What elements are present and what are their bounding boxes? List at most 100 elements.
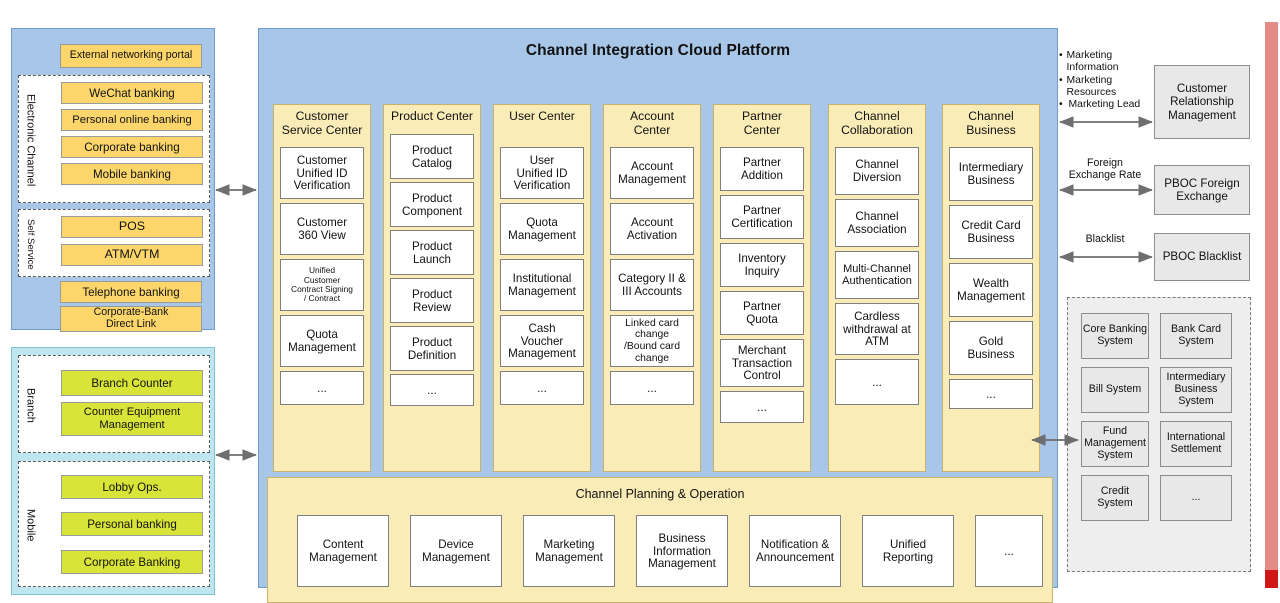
module-more[interactable]: ... <box>610 371 694 405</box>
module-category-ii-iii-accounts[interactable]: Category II & III Accounts <box>610 259 694 311</box>
module-linked-card-change[interactable]: Linked card change /Bound card change <box>610 315 694 367</box>
external-system-pboc-foreign-exchange[interactable]: PBOC Foreign Exchange <box>1154 165 1250 215</box>
electronic-channel-panel: External networking portal Electronic Ch… <box>11 28 215 332</box>
mobile-group-label: Mobile <box>24 508 37 542</box>
branch-mobile-panel: Branch Branch Counter Counter Equipment … <box>11 347 215 595</box>
ops-module-notification-announcement[interactable]: Notification & Announcement <box>749 515 841 587</box>
ops-module-business-information-management[interactable]: Business Information Management <box>636 515 728 587</box>
module-user-unified-id-verification[interactable]: User Unified ID Verification <box>500 147 584 199</box>
column-customer-service-center: Customer Service Center Customer Unified… <box>273 104 371 472</box>
module-wealth-management[interactable]: Wealth Management <box>949 263 1033 317</box>
external-system-crm[interactable]: Customer Relationship Management <box>1154 65 1250 139</box>
module-more[interactable]: ... <box>835 359 919 405</box>
core-system-more[interactable]: ... <box>1160 475 1232 521</box>
channel-integration-cloud-platform: Channel Integration Cloud Platform Custo… <box>258 28 1058 603</box>
column-channel-business: Channel Business Intermediary Business C… <box>942 104 1040 472</box>
module-more[interactable]: ... <box>390 374 474 406</box>
flow-label-blacklist: Blacklist <box>1085 233 1125 245</box>
module-product-component[interactable]: Product Component <box>390 182 474 227</box>
module-channel-diversion[interactable]: Channel Diversion <box>835 147 919 195</box>
marketing-flow-bullets: • Marketing Information • Marketing Reso… <box>1059 50 1167 111</box>
module-multi-channel-authentication[interactable]: Multi-Channel Authentication <box>835 251 919 299</box>
core-system-bill[interactable]: Bill System <box>1081 367 1149 413</box>
ops-module-more[interactable]: ... <box>975 515 1043 587</box>
channel-tile-personal-online-banking[interactable]: Personal online banking <box>61 109 203 131</box>
module-cardless-withdrawal-at-atm[interactable]: Cardless withdrawal at ATM <box>835 303 919 355</box>
column-product-center: Product Center Product Catalog Product C… <box>383 104 481 472</box>
core-systems-group: Core Banking System Bank Card System Bil… <box>1067 297 1251 572</box>
module-institutional-management[interactable]: Institutional Management <box>500 259 584 311</box>
module-cash-voucher-management[interactable]: Cash Voucher Management <box>500 315 584 367</box>
column-header: User Center <box>509 109 575 123</box>
module-product-launch[interactable]: Product Launch <box>390 230 474 275</box>
bullet-dot-icon: • <box>1059 99 1063 111</box>
column-user-center: User Center User Unified ID Verification… <box>493 104 591 472</box>
module-account-activation[interactable]: Account Activation <box>610 203 694 255</box>
core-system-fund-management[interactable]: Fund Management System <box>1081 421 1149 467</box>
core-system-credit[interactable]: Credit System <box>1081 475 1149 521</box>
branch-tile-branch-counter[interactable]: Branch Counter <box>61 370 203 396</box>
module-more[interactable]: ... <box>500 371 584 405</box>
external-system-pboc-blacklist[interactable]: PBOC Blacklist <box>1154 233 1250 281</box>
module-channel-association[interactable]: Channel Association <box>835 199 919 247</box>
module-more[interactable]: ... <box>280 371 364 405</box>
channel-tile-pos[interactable]: POS <box>61 216 203 238</box>
column-partner-center: Partner Center Partner Addition Partner … <box>713 104 811 472</box>
ops-module-marketing-management[interactable]: Marketing Management <box>523 515 615 587</box>
column-account-center: Account Center Account Management Accoun… <box>603 104 701 472</box>
module-more[interactable]: ... <box>949 379 1033 409</box>
module-credit-card-business[interactable]: Credit Card Business <box>949 205 1033 259</box>
module-unified-customer-contract-signing[interactable]: Unified Customer Contract Signing / Cont… <box>280 259 364 311</box>
core-system-core-banking[interactable]: Core Banking System <box>1081 313 1149 359</box>
core-system-international-settlement[interactable]: International Settlement <box>1160 421 1232 467</box>
module-product-review[interactable]: Product Review <box>390 278 474 323</box>
module-customer-unified-id-verification[interactable]: Customer Unified ID Verification <box>280 147 364 199</box>
module-merchant-transaction-control[interactable]: Merchant Transaction Control <box>720 339 804 387</box>
module-quota-management[interactable]: Quota Management <box>280 315 364 367</box>
module-customer-360-view[interactable]: Customer 360 View <box>280 203 364 255</box>
bullet-dot-icon: • <box>1059 50 1063 61</box>
channel-tile-wechat-banking[interactable]: WeChat banking <box>61 82 203 104</box>
self-service-group: Self Service POS ATM/VTM <box>18 209 210 277</box>
mobile-tile-lobby-ops[interactable]: Lobby Ops. <box>61 475 203 499</box>
module-more[interactable]: ... <box>720 391 804 423</box>
module-inventory-inquiry[interactable]: Inventory Inquiry <box>720 243 804 287</box>
ops-module-content-management[interactable]: Content Management <box>297 515 389 587</box>
module-product-definition[interactable]: Product Definition <box>390 326 474 371</box>
branch-tile-counter-equipment-management[interactable]: Counter Equipment Management <box>61 402 203 436</box>
bullet-dot-icon: • <box>1059 74 1063 86</box>
accent-strip <box>1265 22 1278 582</box>
column-header: Customer Service Center <box>281 109 363 137</box>
flow-label-foreign-exchange-rate: Foreign Exchange Rate <box>1068 157 1142 181</box>
channel-tile-external-portal[interactable]: External networking portal <box>60 44 202 68</box>
channel-tile-mobile-banking[interactable]: Mobile banking <box>61 163 203 185</box>
accent-strip-highlight <box>1265 570 1278 588</box>
module-product-catalog[interactable]: Product Catalog <box>390 134 474 179</box>
core-system-bank-card[interactable]: Bank Card System <box>1160 313 1232 359</box>
bullet-marketing-resources: • Marketing Resources <box>1059 74 1117 98</box>
core-system-intermediary-business[interactable]: Intermediary Business System <box>1160 367 1232 413</box>
mobile-tile-corporate-banking[interactable]: Corporate Banking <box>61 550 203 574</box>
channel-tile-corporate-bank-direct-link[interactable]: Corporate-Bank Direct Link <box>60 306 202 332</box>
channel-tile-corporate-banking[interactable]: Corporate banking <box>61 136 203 158</box>
module-intermediary-business[interactable]: Intermediary Business <box>949 147 1033 201</box>
module-quota-management[interactable]: Quota Management <box>500 203 584 255</box>
self-service-group-label: Self Service <box>24 218 36 270</box>
module-gold-business[interactable]: Gold Business <box>949 321 1033 375</box>
column-channel-collaboration: Channel Collaboration Channel Diversion … <box>828 104 926 472</box>
electronic-channel-group: Electronic Channel WeChat banking Person… <box>18 75 210 203</box>
mobile-tile-personal-banking[interactable]: Personal banking <box>61 512 203 536</box>
module-account-management[interactable]: Account Management <box>610 147 694 199</box>
page-title: Channel Integration Cloud Platform <box>525 42 791 59</box>
column-header: Channel Collaboration <box>841 109 913 137</box>
electronic-channel-group-label: Electronic Channel <box>24 93 37 187</box>
ops-module-device-management[interactable]: Device Management <box>410 515 502 587</box>
ops-band-title: Channel Planning & Operation <box>575 487 745 501</box>
module-partner-addition[interactable]: Partner Addition <box>720 147 804 191</box>
module-partner-certification[interactable]: Partner Certification <box>720 195 804 239</box>
ops-module-unified-reporting[interactable]: Unified Reporting <box>862 515 954 587</box>
module-partner-quota[interactable]: Partner Quota <box>720 291 804 335</box>
channel-tile-atm-vtm[interactable]: ATM/VTM <box>61 244 203 266</box>
column-header: Product Center <box>391 109 473 123</box>
channel-tile-telephone-banking[interactable]: Telephone banking <box>60 281 202 303</box>
